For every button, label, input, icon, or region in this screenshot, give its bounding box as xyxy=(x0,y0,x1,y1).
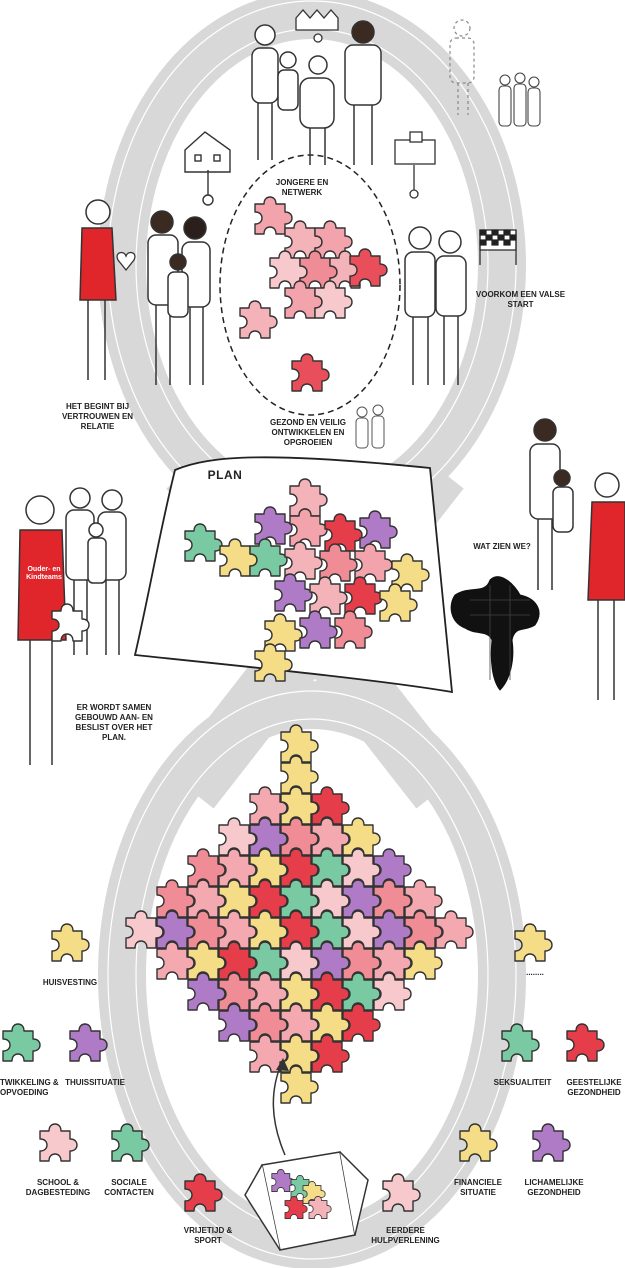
small-family-icon xyxy=(356,405,384,448)
elderly-couple-right xyxy=(405,227,466,385)
house-icon xyxy=(185,132,230,205)
domain-label-eerdere: EERDERE HULPVERLENING xyxy=(368,1226,443,1246)
built-label: ER WORDT SAMEN GEBOUWD AAN- EN BESLIST O… xyxy=(68,703,160,743)
domain-label-seksualiteit: SEKSUALITEIT xyxy=(490,1078,555,1088)
domain-piece-thuissituatie xyxy=(70,1024,107,1061)
domain-piece-geestelijke xyxy=(567,1024,604,1061)
healthy-label: GEZOND EN VEILIG ONTWIKKELEN EN OPGROEIE… xyxy=(262,418,354,448)
domain-label-financiele: FINANCIELE SITUATIE xyxy=(447,1178,509,1198)
domain-label-geestelijke: GEESTELIJKE GEZONDHEID xyxy=(563,1078,625,1098)
what-label: WAT ZIEN WE? xyxy=(467,542,537,552)
domain-piece-ontwikkeling xyxy=(3,1024,40,1061)
small-group-figures xyxy=(499,73,540,126)
trust-label: HET BEGINT BIJ VERTROUWEN EN RELATIE xyxy=(50,402,145,432)
domain-piece-huisvesting xyxy=(52,924,89,961)
domain-label-other: ........ xyxy=(510,968,560,978)
domain-label-sociale: SOCIALE CONTACTEN xyxy=(98,1178,160,1198)
domain-label-lichamelijke: LICHAMELIJKE GEZONDHEID xyxy=(520,1178,588,1198)
domain-piece-school xyxy=(40,1124,77,1161)
family-right-middle xyxy=(530,419,573,590)
shirt-text: Ouder- en Kindteams xyxy=(24,566,64,582)
family-group-top xyxy=(252,21,381,165)
domain-label-thuissituatie: THUISSITUATIE xyxy=(60,1078,130,1088)
domain-piece-lichamelijke xyxy=(533,1124,570,1161)
false-start-label: VOORKOM EEN VALSE START xyxy=(468,290,573,310)
worker-red-right xyxy=(588,473,625,700)
domain-label-ontwikkeling: TWIKKELING & OPVOEDING xyxy=(0,1078,60,1098)
domain-label-school: SCHOOL & DAGBESTEDING xyxy=(22,1178,94,1198)
school-building-icon xyxy=(395,132,435,198)
domain-label-vrijetijd: VRIJETIJD & SPORT xyxy=(178,1226,238,1246)
network-label: JONGERE EN NETWERK xyxy=(262,178,342,198)
black-puzzle-inkblot xyxy=(451,577,539,690)
plan-title: PLAN xyxy=(205,470,245,480)
domain-label-huisvesting: HUISVESTING xyxy=(35,978,105,988)
